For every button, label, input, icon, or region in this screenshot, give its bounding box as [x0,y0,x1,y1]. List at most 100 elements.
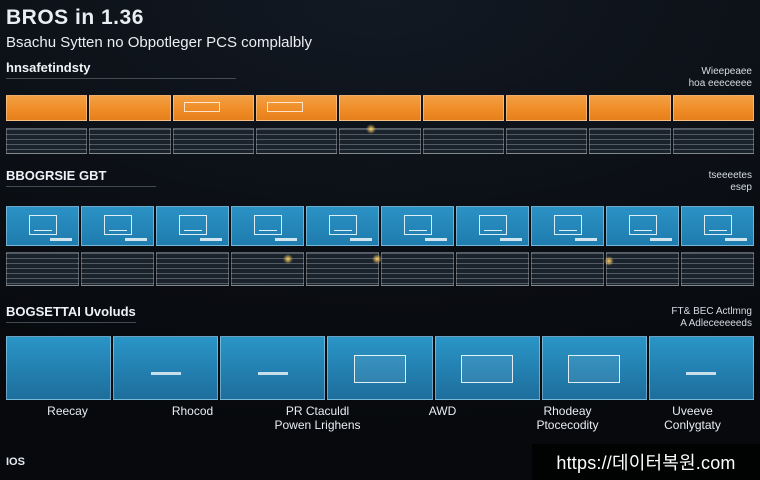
window-icon [253,215,282,235]
blue-cell[interactable] [606,206,679,246]
blue-cell[interactable] [531,206,604,246]
screen-icon [568,355,621,383]
blue-cell[interactable] [231,206,304,246]
bottom-blue-band [6,336,754,400]
glow-dot [366,124,376,134]
window-icon [478,215,507,235]
bottom-blue-cell[interactable] [220,336,326,400]
grid-cell[interactable] [339,128,421,154]
orange-cell[interactable] [255,95,338,121]
grid-cell[interactable] [255,128,338,154]
orange-cell[interactable] [672,95,754,121]
bottom-blue-cell[interactable] [648,336,754,400]
glow-dot [372,254,382,264]
tiny-bar [350,238,372,241]
tiny-bar [500,238,522,241]
orange-cell[interactable] [505,95,588,121]
grid-cell[interactable] [81,252,154,286]
section-1-label: hnsafetindsty [6,60,91,75]
grid-cell[interactable] [231,252,304,286]
grid-cell[interactable] [589,128,671,154]
grid-row-1 [6,128,754,154]
bottom-label: Reecay [47,404,88,418]
orange-cell[interactable] [89,95,171,121]
blue-cell[interactable] [306,206,379,246]
grid-cell[interactable] [381,252,454,286]
bottom-blue-cell[interactable] [113,336,219,400]
bottom-blue-cell[interactable] [327,336,433,400]
grid-cell[interactable] [456,252,529,286]
tiny-bar [257,372,288,375]
grid-cell[interactable] [6,252,79,286]
tiny-bar [150,372,181,375]
grid-cell[interactable] [89,128,171,154]
bottom-blue-cell[interactable] [541,336,647,400]
window-icon [553,215,582,235]
blue-band-row [6,206,754,246]
grid-cell[interactable] [156,252,229,286]
tiny-bar [50,238,72,241]
blue-cell[interactable] [81,206,154,246]
glow-dot [604,256,614,266]
mini-rect-icon [266,102,303,112]
bottom-left-mark: IOS [6,456,25,468]
orange-cell[interactable] [589,95,671,121]
bottom-labels-row: Reecay Rhocod PR Ctaculdl Powen Lrighens… [6,404,754,432]
tiny-bar [200,238,222,241]
page-subtitle: Bsachu Sytten no Obpotleger PCS complalb… [6,34,312,51]
window-icon [628,215,657,235]
blue-cell[interactable] [6,206,79,246]
page-title: BROS in 1.36 [6,6,144,29]
bottom-label: AWD [428,404,457,418]
screen-icon [353,355,406,383]
orange-cell[interactable] [339,95,421,121]
watermark-text: https://데이터복원.com [556,453,736,473]
grid-cell[interactable] [505,128,588,154]
section-3-rule [6,322,136,323]
window-icon [28,215,57,235]
section-1-rule [6,78,236,79]
tiny-bar [650,238,672,241]
window-icon [103,215,132,235]
grid-cell[interactable] [172,128,254,154]
window-icon [328,215,357,235]
blue-cell[interactable] [681,206,754,246]
glow-dot [283,254,293,264]
right-note-mid: tseeeetes esep [708,170,752,193]
tiny-bar [125,238,147,241]
bottom-blue-cell[interactable] [6,336,112,400]
grid-cell[interactable] [606,252,679,286]
mini-rect-icon [183,102,220,112]
orange-band-row [6,95,754,121]
window-icon [703,215,732,235]
orange-cell[interactable] [422,95,504,121]
blue-cell[interactable] [156,206,229,246]
section-2-rule [6,186,156,187]
grid-cell[interactable] [6,128,88,154]
bottom-label: Rhodeay Ptocecodity [536,404,599,432]
section-2-label: BBOGRSIE GBT [6,168,107,183]
tiny-bar [425,238,447,241]
tiny-bar [686,372,717,375]
right-note-bottom: FT& BEC Actlmng A Adleceeeeeds [671,306,752,329]
window-icon [403,215,432,235]
tiny-bar [725,238,747,241]
bottom-blue-cell[interactable] [434,336,540,400]
grid-cell[interactable] [306,252,379,286]
tiny-bar [575,238,597,241]
blue-cell[interactable] [456,206,529,246]
tiny-bar [275,238,297,241]
watermark: https://데이터복원.com [532,444,760,480]
orange-cell[interactable] [172,95,254,121]
section-3-label: BOGSETTAI Uvoluds [6,304,136,319]
grid-cell[interactable] [681,252,754,286]
grid-cell[interactable] [531,252,604,286]
orange-cell[interactable] [6,95,88,121]
grid-cell[interactable] [672,128,754,154]
bottom-label: Rhocod [171,404,214,418]
grid-cell[interactable] [422,128,504,154]
blue-cell[interactable] [381,206,454,246]
bottom-label: PR Ctaculdl Powen Lrighens [274,404,361,432]
bottom-label: Uveeve Conlygtaty [664,404,721,432]
